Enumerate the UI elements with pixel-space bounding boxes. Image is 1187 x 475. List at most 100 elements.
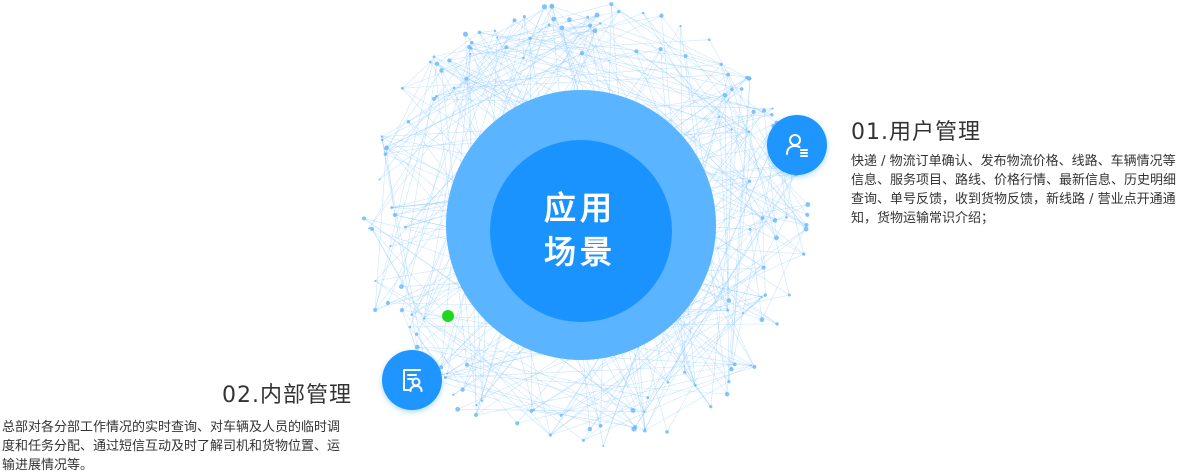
user-list-icon: [786, 134, 808, 157]
network-dot: [431, 96, 436, 101]
network-dot: [385, 300, 390, 306]
network-line: [374, 98, 435, 311]
network-line: [381, 136, 428, 378]
network-line: [445, 363, 735, 378]
network-line: [666, 217, 787, 433]
network-line: [660, 48, 807, 230]
network-line: [742, 296, 762, 314]
network-line: [644, 164, 794, 429]
network-line: [611, 3, 777, 124]
network-line: [560, 267, 764, 416]
network-line: [411, 314, 635, 430]
network-dot: [446, 372, 449, 375]
network-line: [371, 228, 425, 319]
network-dot: [726, 298, 732, 303]
network-line: [371, 228, 463, 390]
network-dot: [559, 413, 563, 417]
network-line: [762, 218, 766, 296]
network-line: [684, 372, 712, 407]
network-dot: [693, 384, 697, 387]
network-dot: [452, 393, 455, 396]
network-line: [531, 410, 562, 416]
network-line: [561, 27, 750, 133]
network-dot: [551, 16, 557, 22]
network-dot: [522, 56, 525, 60]
network-line: [402, 61, 431, 89]
network-dot: [547, 23, 551, 27]
network-dot: [548, 433, 552, 437]
center-label-line1: 应用: [543, 189, 616, 227]
network-dot: [373, 307, 378, 312]
network-dot: [759, 317, 765, 323]
network-dot: [434, 61, 440, 66]
network-line: [726, 78, 751, 395]
network-dot: [709, 405, 713, 409]
network-line: [466, 364, 518, 424]
network-dot: [643, 410, 646, 413]
network-line: [533, 409, 636, 428]
network-dot: [447, 58, 452, 63]
network-dot: [805, 212, 810, 217]
network-line: [517, 365, 752, 424]
network-dot: [369, 226, 375, 232]
network-line: [748, 131, 790, 296]
network-dot: [588, 23, 593, 28]
network-dot: [760, 295, 763, 298]
network-line: [401, 63, 438, 287]
network-line: [386, 148, 396, 215]
network-dot: [761, 265, 766, 270]
network-dot: [460, 387, 465, 392]
network-line: [633, 165, 801, 430]
network-line: [561, 25, 591, 29]
network-line: [618, 11, 809, 205]
network-dot: [528, 36, 532, 41]
network-dot: [579, 50, 585, 56]
network-line: [720, 64, 733, 90]
network-dot: [644, 427, 647, 430]
network-line: [695, 366, 755, 386]
network-dot: [541, 4, 548, 10]
network-line: [763, 110, 777, 238]
network-dot: [762, 108, 767, 113]
user-management-description: 快递 / 物流订单确认、发布物流价格、线路、车辆情况等信息、服务项目、路线、价格…: [851, 154, 1177, 226]
network-line: [530, 30, 595, 39]
network-dot: [515, 421, 520, 426]
network-dot: [586, 15, 590, 19]
network-line: [550, 300, 730, 436]
network-line: [381, 14, 598, 137]
network-line: [724, 95, 730, 382]
network-line: [581, 52, 807, 230]
network-dot: [594, 12, 600, 18]
network-dot: [747, 179, 752, 183]
network-dot: [719, 62, 723, 67]
user-management-title: 01.用户管理: [851, 120, 981, 145]
network-dot: [729, 367, 734, 372]
network-line: [583, 365, 752, 441]
network-line: [381, 139, 386, 155]
network-dot: [630, 407, 636, 413]
network-dot: [443, 375, 447, 379]
internal-management-badge[interactable]: [382, 350, 442, 410]
network-dot: [787, 293, 791, 297]
network-line: [374, 56, 435, 311]
network-line: [710, 88, 742, 407]
network-line: [636, 51, 750, 133]
network-dot: [406, 119, 411, 124]
network-dot: [732, 362, 737, 367]
network-line: [479, 32, 729, 75]
network-dot: [609, 2, 614, 7]
network-dot: [775, 322, 779, 326]
network-line: [642, 12, 777, 238]
network-line: [708, 39, 772, 151]
network-dot: [452, 86, 456, 90]
network-dot: [631, 426, 637, 432]
network-line: [718, 116, 807, 230]
network-line: [401, 20, 515, 287]
network-line: [497, 25, 591, 38]
user-management-badge[interactable]: [767, 115, 827, 175]
network-line: [761, 224, 807, 320]
network-line: [379, 48, 472, 180]
network-line: [728, 111, 754, 382]
network-dot: [380, 138, 384, 142]
network-dot: [529, 409, 534, 413]
